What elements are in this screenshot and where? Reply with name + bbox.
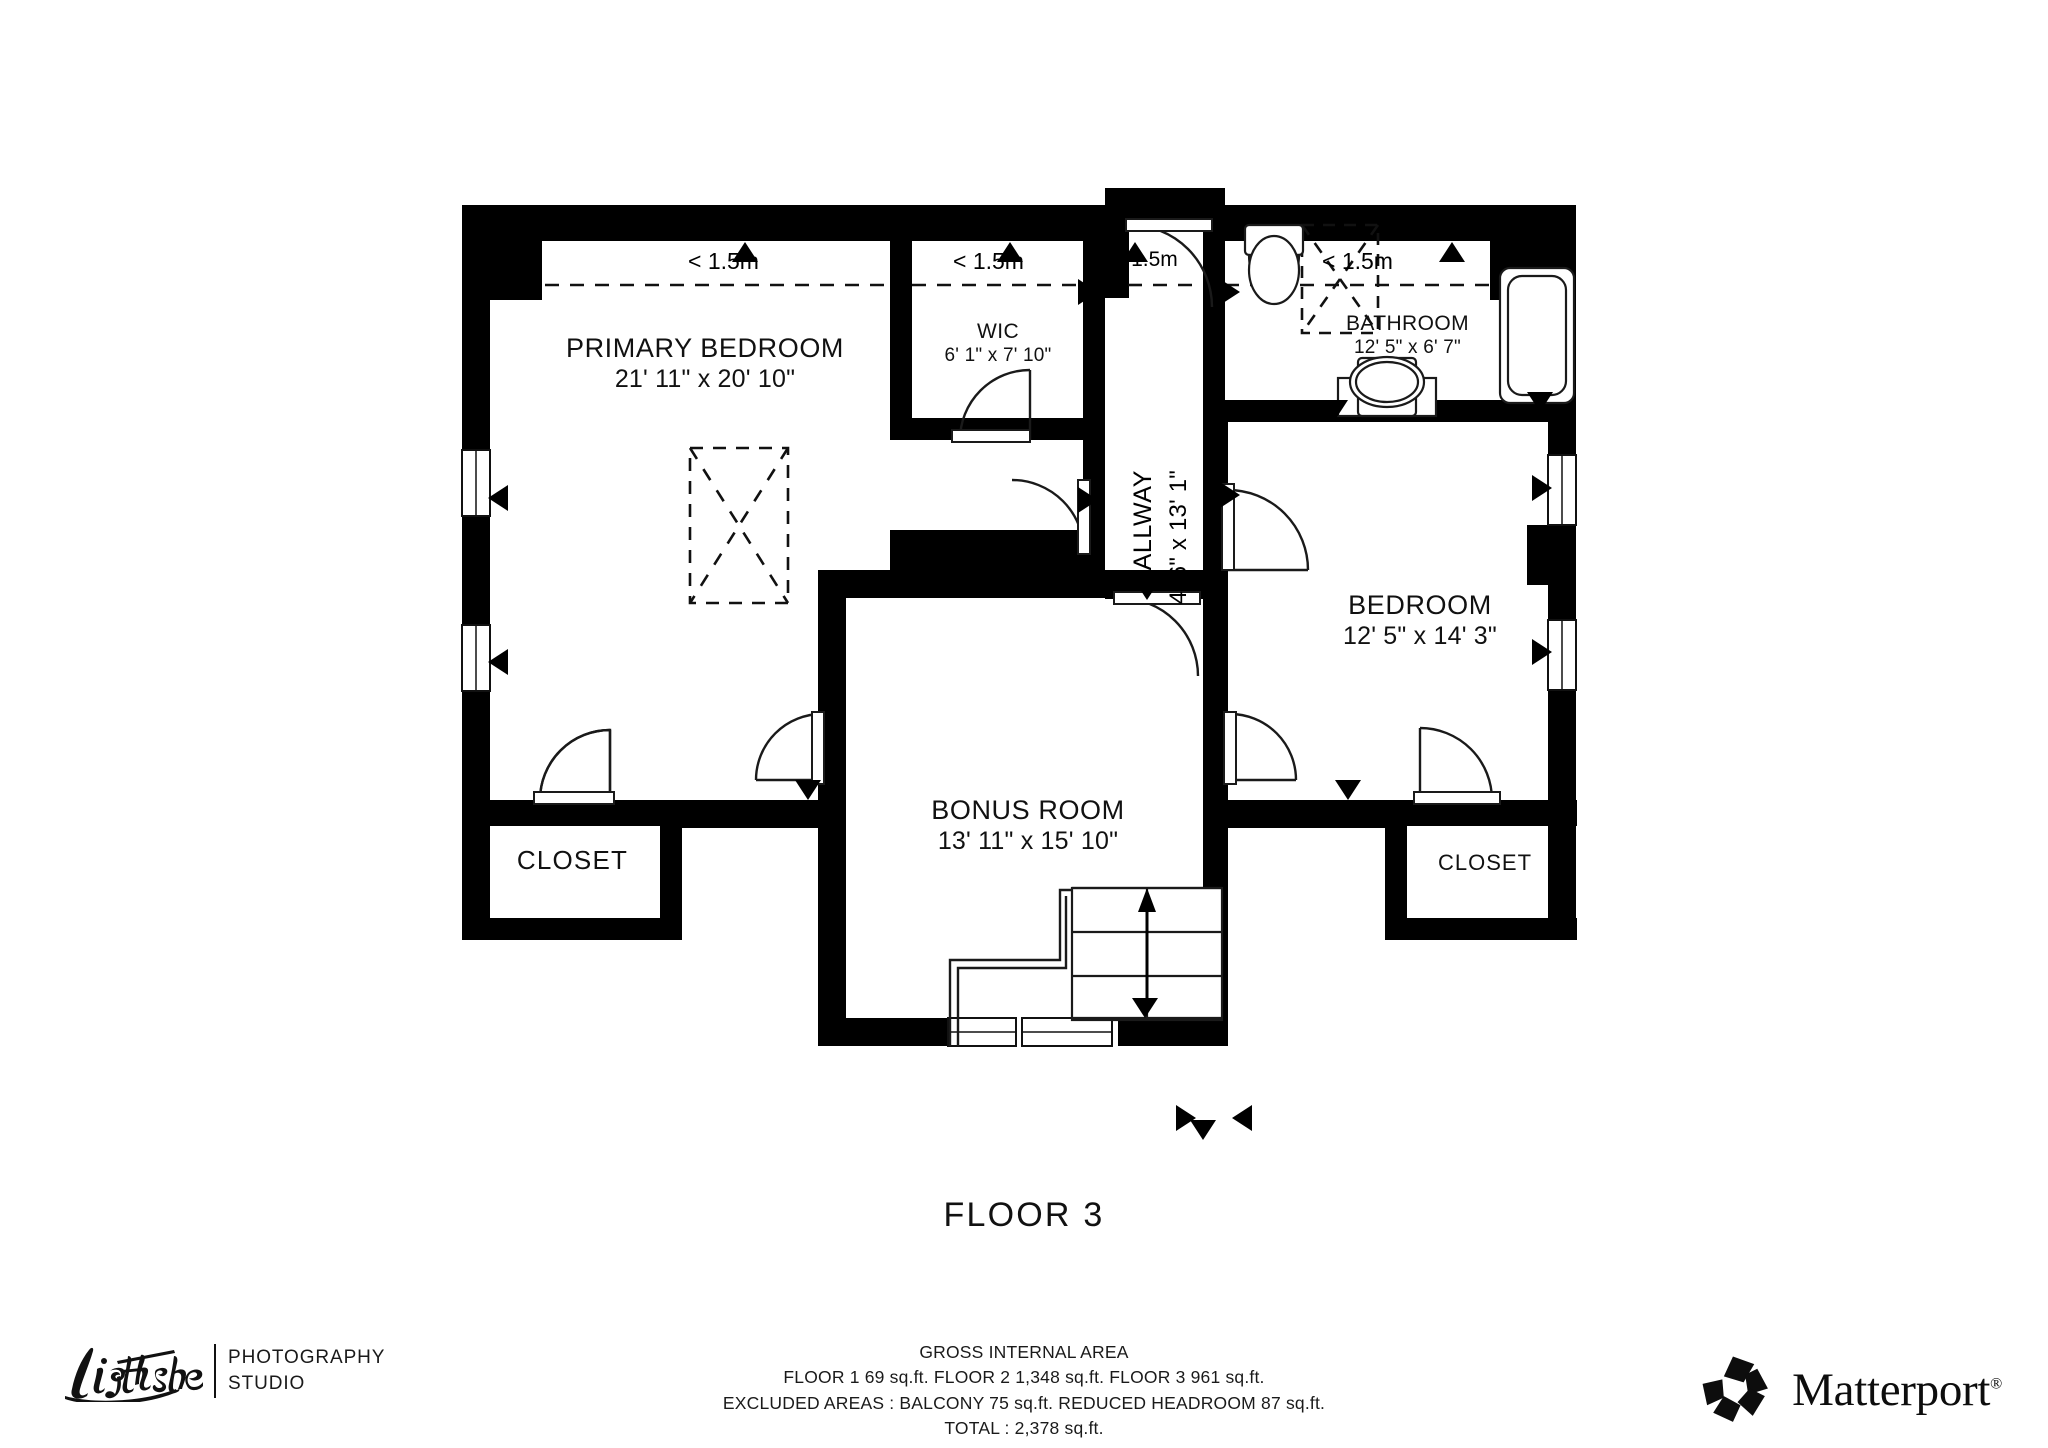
bathroom-fixtures: [1243, 223, 1576, 418]
skylight-primary-bedroom: [688, 446, 790, 605]
area-heading: GROSS INTERNAL AREA: [919, 1342, 1129, 1362]
lightshed-line-studio: STUDIO: [228, 1373, 306, 1394]
room-dim-hallway: 4' 6" x 13' 1": [1165, 470, 1192, 605]
room-name-bonus-room: BONUS ROOM: [931, 795, 1125, 825]
headroom-label-primary-bedroom: < 1.5m: [688, 248, 759, 274]
room-dim-bedroom: 12' 5" x 14' 3": [1342, 621, 1497, 650]
room-label-primary-bedroom: PRIMARY BEDROOM 21' 11" x 20' 10": [560, 333, 850, 394]
room-dim-wic: 6' 1" x 7' 10": [944, 344, 1052, 366]
door-group: [533, 218, 1501, 805]
skylight-bathroom: [1300, 223, 1380, 335]
lightshed-wordmark: PHOTOGRAPHY STUDIO: [228, 1345, 385, 1396]
room-name-bathroom: BATHROOM: [1346, 312, 1469, 335]
area-floors-line: FLOOR 1 69 sq.ft. FLOOR 2 1,348 sq.ft. F…: [783, 1367, 1265, 1388]
room-label-bonus-room: BONUS ROOM 13' 11" x 15' 10": [878, 795, 1178, 856]
logo-divider: [214, 1344, 216, 1398]
matterport-pinwheel-icon: [1702, 1356, 1769, 1422]
room-dim-primary-bedroom: 21' 11" x 20' 10": [614, 364, 796, 393]
bathtub-fixture: [1498, 266, 1576, 405]
room-name-closet-left: CLOSET: [516, 845, 629, 875]
lightshed-logo: PHOTOGRAPHY STUDIO: [58, 1340, 385, 1402]
headroom-label-hallway: < 1.5m: [1113, 248, 1178, 271]
room-dim-hallway-wrap: 4' 6" x 13' 1": [1165, 470, 1194, 604]
room-label-closet-left: CLOSET: [470, 845, 675, 876]
room-label-bathroom: BATHROOM 12' 5" x 6' 7": [1300, 312, 1515, 359]
room-name-closet-right: CLOSET: [1437, 850, 1533, 875]
sink-vanity-fixture: [1336, 355, 1438, 418]
room-name-primary-bedroom: PRIMARY BEDROOM: [565, 333, 845, 363]
matterport-registered-mark: ®: [1990, 1375, 2002, 1393]
lightshed-script-logo: [65, 1347, 203, 1402]
room-label-bedroom: BEDROOM 12' 5" x 14' 3": [1275, 590, 1565, 651]
area-total-line: TOTAL : 2,378 sq.ft.: [944, 1418, 1104, 1439]
toilet-fixture: [1243, 223, 1305, 306]
matterport-wordmark: Matterport®: [1792, 1363, 2002, 1417]
room-dim-bonus-room: 13' 11" x 15' 10": [937, 826, 1119, 855]
room-label-wic: WIC 6' 1" x 7' 10": [918, 320, 1078, 367]
matterport-name: Matterport: [1792, 1364, 1991, 1416]
area-summary: GROSS INTERNAL AREA FLOOR 1 69 sq.ft. FL…: [0, 1340, 2048, 1448]
window-group: [461, 449, 1577, 1047]
wall-group: [462, 188, 1577, 1046]
skylight-markers: [688, 223, 1380, 605]
area-excluded-line: EXCLUDED AREAS : BALCONY 75 sq.ft. REDUC…: [722, 1392, 1326, 1413]
floor-title: FLOOR 3: [943, 1196, 1105, 1234]
view-direction-markers: [488, 242, 1553, 1140]
room-label-hallway: HALLWAY: [1128, 470, 1158, 589]
room-label-closet-right: CLOSET: [1395, 850, 1575, 876]
matterport-logo: Matterport®: [1698, 1352, 2002, 1428]
room-name-hallway: HALLWAY: [1129, 470, 1157, 590]
room-name-wic: WIC: [976, 320, 1020, 343]
room-dim-bathroom: 12' 5" x 6' 7": [1354, 336, 1461, 358]
headroom-label-bathroom: < 1.5m: [1322, 248, 1393, 274]
room-name-bedroom: BEDROOM: [1348, 590, 1492, 620]
hallway-width-ticks: [1176, 1105, 1252, 1131]
lightshed-line-photography: PHOTOGRAPHY: [228, 1347, 386, 1369]
headroom-label-wic: < 1.5m: [953, 248, 1024, 274]
